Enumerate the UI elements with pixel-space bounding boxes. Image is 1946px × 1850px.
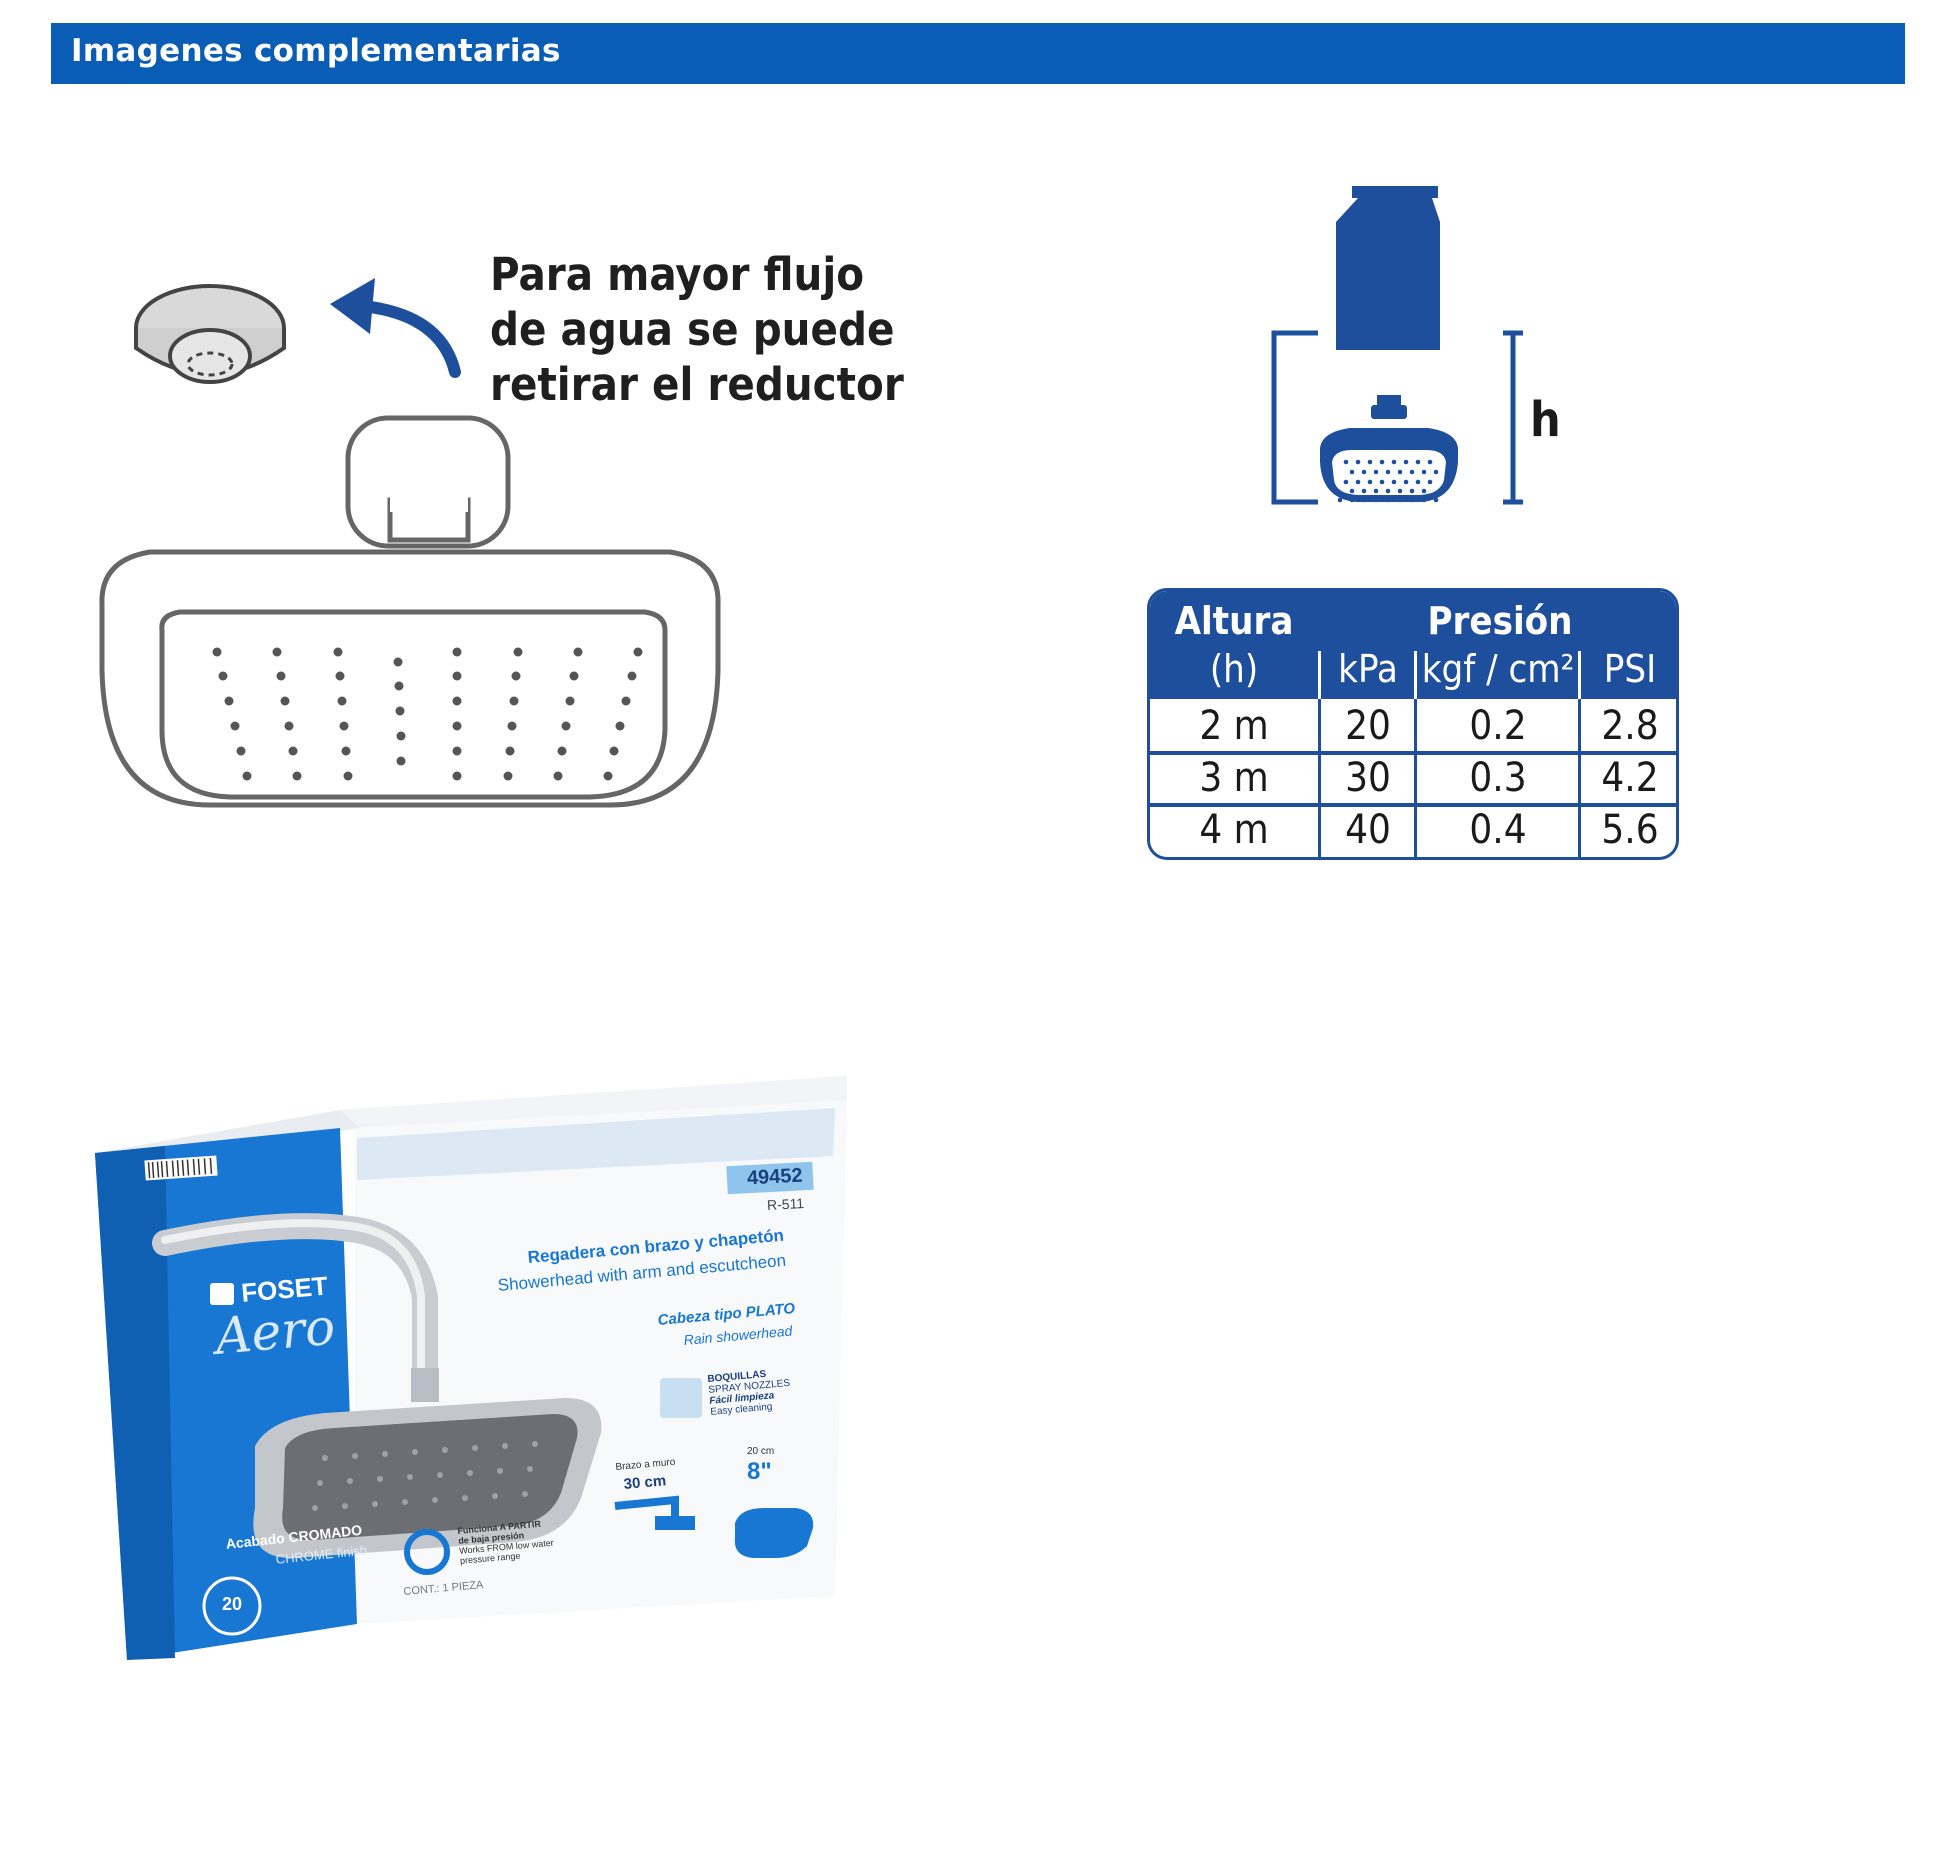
- showerhead-icon: [1320, 395, 1458, 502]
- reducer-note: Para mayor flujo de agua se puede retira…: [490, 247, 910, 412]
- curved-arrow-icon: [330, 278, 461, 378]
- header-kpa: kPa: [1338, 647, 1398, 691]
- water-tank-icon: [1336, 186, 1440, 350]
- cell-psi: 5.6: [1601, 807, 1659, 853]
- header-altura: Altura: [1174, 599, 1294, 643]
- column-divider: [1414, 699, 1417, 857]
- model-name: Aero: [213, 1297, 338, 1366]
- note-line: Para mayor flujo: [490, 248, 865, 301]
- header-presion: Presión: [1427, 599, 1573, 643]
- product-ref: R-511: [766, 1195, 805, 1213]
- size-inches: 8": [747, 1458, 772, 1485]
- cell-kgf: 0.4: [1469, 807, 1527, 853]
- table-header: Altura (h) Presión kPa kgf / cm² PSI: [1150, 591, 1676, 699]
- height-label: h: [1530, 392, 1561, 448]
- header-altura-sub: (h): [1209, 647, 1259, 691]
- section-header: Imagenes complementarias: [51, 23, 1905, 84]
- cell-psi: 4.2: [1601, 755, 1659, 801]
- column-divider: [1578, 699, 1581, 857]
- header-divider: [1318, 651, 1321, 699]
- cell-kpa: 40: [1345, 807, 1391, 853]
- reducer-icon: [134, 284, 286, 384]
- showerhead-holes: [1337, 459, 1439, 503]
- product-box-photo: FOSET Aero 49452 R-511 Regadera con braz…: [95, 1068, 855, 1668]
- shower-arm-icon: [345, 415, 511, 549]
- head-size-icon: [734, 1508, 814, 1558]
- shower-plate-icon: [99, 549, 721, 808]
- column-divider: [1318, 699, 1321, 857]
- header-divider: [1414, 651, 1417, 699]
- size-cm: 20 cm: [747, 1446, 775, 1457]
- warranty-seal: [202, 1576, 262, 1636]
- nozzle-icon: [660, 1378, 702, 1418]
- showerhead-illustration: [99, 278, 721, 808]
- note-line: retirar el reductor: [490, 358, 904, 411]
- cell-kpa: 30: [1345, 755, 1391, 801]
- cell-height: 3 m: [1199, 755, 1269, 801]
- section-title: Imagenes complementarias: [71, 33, 561, 69]
- warranty-years: 20: [222, 1594, 243, 1614]
- height-diagram: [1271, 186, 1523, 505]
- pressure-info: Funciona A PARTIR de baja presión Works …: [457, 1518, 555, 1566]
- bracket-right: [1503, 330, 1523, 505]
- row-divider: [1150, 803, 1676, 807]
- foset-logo-icon: [210, 1283, 234, 1305]
- cell-kgf: 0.3: [1469, 755, 1527, 801]
- bracket-left: [1271, 330, 1318, 505]
- row-divider: [1150, 751, 1676, 755]
- pressure-table: Altura (h) Presión kPa kgf / cm² PSI 2 m…: [1147, 588, 1679, 860]
- spray-holes: [212, 647, 643, 781]
- cell-psi: 2.8: [1601, 703, 1659, 749]
- note-line: de agua se puede: [490, 303, 895, 356]
- pressure-gauge-icon: [404, 1529, 450, 1575]
- product-box-graphic: [95, 1076, 847, 1660]
- nozzles-info: BOQUILLAS SPRAY NOZZLES Fácil limpieza E…: [707, 1367, 792, 1418]
- header-psi: PSI: [1603, 647, 1657, 691]
- header-kgf: kgf / cm²: [1421, 647, 1575, 691]
- product-code: 49452: [746, 1164, 804, 1190]
- cell-height: 2 m: [1199, 703, 1269, 749]
- cell-height: 4 m: [1199, 807, 1269, 853]
- header-divider: [1578, 651, 1581, 699]
- cell-kpa: 20: [1345, 703, 1391, 749]
- cell-kgf: 0.2: [1469, 703, 1527, 749]
- arm-diagram-icon: [614, 1495, 679, 1516]
